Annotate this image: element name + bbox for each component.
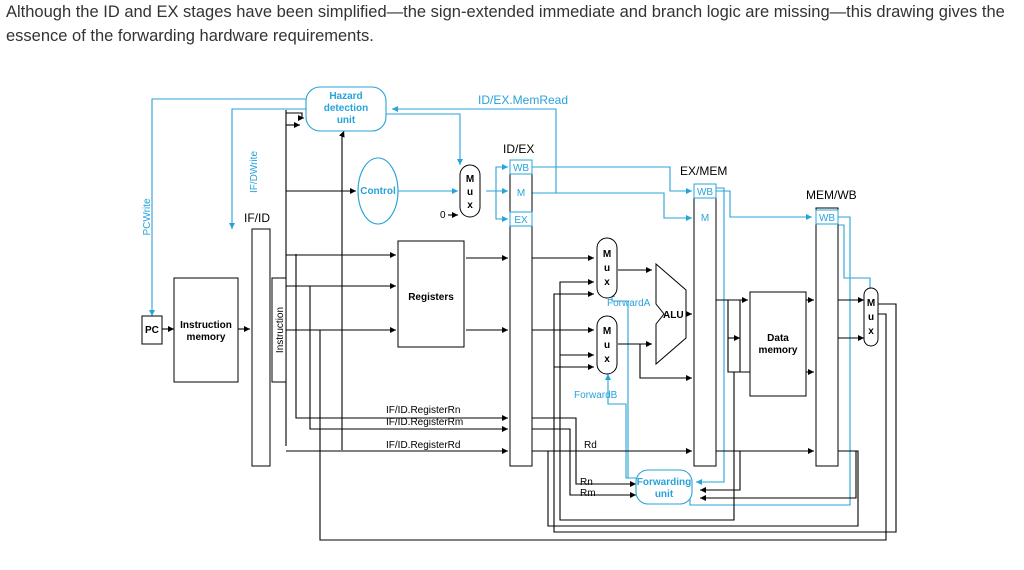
- rn-signal-label: IF/ID.RegisterRn: [386, 405, 460, 416]
- rm-label: Rm: [580, 488, 596, 499]
- svg-text:memory: memory: [759, 345, 798, 356]
- ifdwrite-label: IF/DWrite: [249, 151, 260, 193]
- control-paths: [149, 98, 871, 506]
- instruction-memory: Instruction memory: [173, 277, 239, 383]
- data-memory: Data memory: [749, 291, 807, 397]
- pc-block: PC: [141, 315, 163, 345]
- svg-text:Control: Control: [360, 186, 396, 197]
- forward-b-mux: M u x: [596, 315, 618, 375]
- svg-text:Registers: Registers: [408, 292, 454, 303]
- mem-wb-register: WB MEM/WB: [806, 188, 857, 467]
- svg-text:WB: WB: [513, 163, 529, 174]
- forward-a-label: ForwardA: [607, 298, 651, 309]
- forward-a-mux: M u x: [596, 237, 618, 299]
- svg-text:ID/EX: ID/EX: [503, 142, 534, 156]
- hazard-detection-unit: Hazard detection unit: [305, 86, 387, 132]
- writeback-mux: M u x: [863, 287, 879, 347]
- svg-text:MEM/WB: MEM/WB: [806, 188, 857, 202]
- svg-text:EX/MEM: EX/MEM: [680, 164, 727, 178]
- svg-text:u: u: [868, 312, 874, 323]
- pcwrite-label: PCWrite: [142, 198, 153, 235]
- control-unit: Control: [357, 157, 399, 225]
- svg-text:ALU: ALU: [663, 310, 684, 321]
- svg-text:EX: EX: [514, 215, 528, 226]
- forwarding-unit: Forwarding unit: [635, 469, 693, 505]
- svg-text:detection: detection: [324, 103, 368, 114]
- svg-text:Instruction: Instruction: [180, 320, 232, 331]
- if-id-register: IF/ID: [244, 211, 271, 467]
- svg-text:0: 0: [440, 210, 446, 221]
- rd-label: Rd: [584, 440, 597, 451]
- svg-text:Data: Data: [767, 333, 789, 344]
- registers-block: Registers: [397, 240, 465, 348]
- svg-text:x: x: [467, 200, 473, 211]
- svg-text:x: x: [868, 326, 874, 337]
- instruction-bar: Instruction: [271, 277, 287, 383]
- forward-b-label: ForwardB: [574, 390, 618, 401]
- svg-text:unit: unit: [337, 115, 356, 126]
- svg-text:PC: PC: [145, 325, 159, 336]
- svg-text:u: u: [467, 187, 473, 198]
- svg-text:M: M: [603, 326, 611, 337]
- svg-text:memory: memory: [187, 332, 226, 343]
- svg-text:WB: WB: [697, 187, 713, 198]
- control-mux: M u x 0: [440, 164, 481, 221]
- svg-text:M: M: [701, 213, 709, 224]
- id-ex-register: WB M EX ID/EX: [503, 142, 534, 467]
- rd-signal-label: IF/ID.RegisterRd: [386, 440, 460, 451]
- svg-text:M: M: [603, 249, 611, 260]
- svg-text:Instruction: Instruction: [275, 307, 286, 353]
- svg-text:u: u: [604, 340, 610, 351]
- rm-signal-label: IF/ID.RegisterRm: [386, 417, 463, 428]
- ex-mem-register: WB M EX/MEM: [680, 164, 727, 467]
- svg-text:Forwarding: Forwarding: [637, 477, 691, 488]
- idex-memread-label: ID/EX.MemRead: [478, 93, 568, 107]
- svg-text:WB: WB: [819, 213, 835, 224]
- alu-block: ALU: [655, 262, 687, 366]
- rn-label: Rn: [580, 477, 593, 488]
- svg-text:x: x: [604, 277, 610, 288]
- svg-text:IF/ID: IF/ID: [244, 211, 270, 225]
- figure-caption: Although the ID and EX stages have been …: [6, 3, 1005, 45]
- svg-text:M: M: [867, 298, 875, 309]
- svg-text:M: M: [517, 188, 525, 199]
- svg-text:Hazard: Hazard: [329, 91, 362, 102]
- svg-text:M: M: [466, 174, 474, 185]
- svg-text:u: u: [604, 263, 610, 274]
- svg-text:unit: unit: [655, 489, 674, 500]
- svg-text:x: x: [604, 354, 610, 365]
